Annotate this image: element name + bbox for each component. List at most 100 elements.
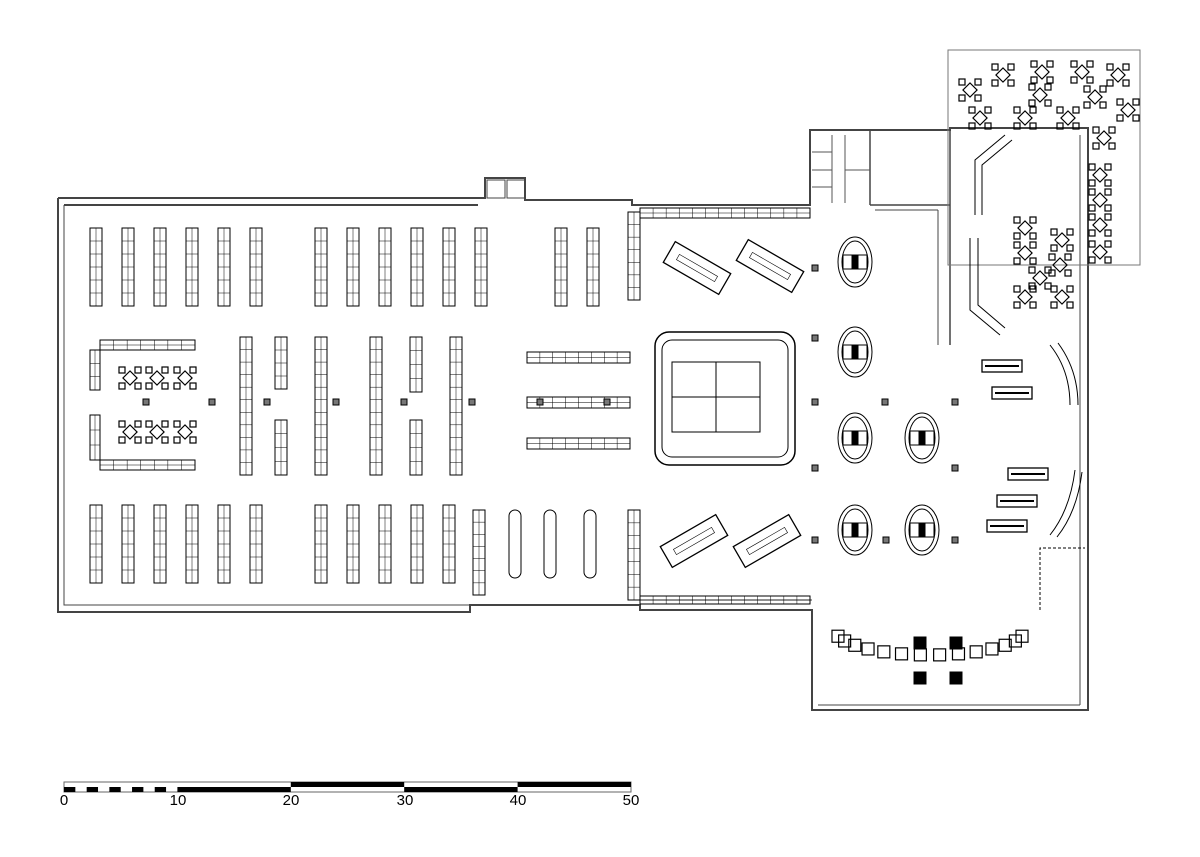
table-with-chairs — [1013, 106, 1037, 130]
column — [811, 334, 819, 342]
table-center — [749, 251, 791, 281]
chair — [1083, 101, 1091, 109]
column — [951, 398, 959, 406]
scale-label-20: 20 — [282, 792, 300, 809]
chair — [1007, 63, 1015, 71]
scale-label-0: 0 — [59, 792, 69, 809]
table-outline — [735, 238, 805, 294]
column — [603, 398, 611, 406]
shelf-rack — [217, 227, 231, 307]
cafe-counter — [969, 238, 1006, 336]
table — [1092, 244, 1108, 260]
table-with-chairs — [1030, 60, 1054, 84]
bench-outline — [1007, 467, 1049, 481]
table-outline — [662, 240, 732, 296]
checkout-desk — [877, 645, 891, 659]
shelf-rack — [586, 227, 600, 307]
column — [951, 464, 959, 472]
scale-fine-segment — [109, 787, 121, 792]
chair — [1088, 213, 1096, 221]
table-with-chairs — [118, 420, 142, 444]
chair — [1048, 253, 1056, 261]
bench — [996, 494, 1038, 508]
chair — [1029, 301, 1037, 309]
shelf-rack — [346, 227, 360, 307]
scale-label-10: 10 — [169, 792, 187, 809]
chair — [1013, 216, 1021, 224]
table — [1074, 64, 1090, 80]
escalator-display — [837, 412, 873, 464]
table-with-chairs — [1088, 213, 1112, 237]
chair — [118, 436, 126, 444]
chair — [118, 420, 126, 428]
scale-segment — [404, 787, 518, 792]
table-with-chairs — [1013, 241, 1037, 265]
chair — [1088, 204, 1096, 212]
table-center — [746, 526, 788, 556]
shelf-rack — [89, 227, 103, 307]
table-with-chairs — [1092, 126, 1116, 150]
shelf-rack — [627, 509, 641, 601]
chair — [1072, 106, 1080, 114]
chair — [1088, 188, 1096, 196]
chair — [1104, 213, 1112, 221]
restrooms — [812, 135, 870, 203]
table — [1092, 192, 1108, 208]
table-with-chairs — [118, 366, 142, 390]
chair — [1088, 240, 1096, 248]
chair — [958, 78, 966, 86]
bench-outline — [996, 494, 1038, 508]
chair — [1066, 285, 1074, 293]
island-outer — [654, 331, 796, 466]
chair — [134, 366, 142, 374]
chair — [1088, 256, 1096, 264]
shelf-rack — [627, 211, 641, 301]
chair — [1013, 122, 1021, 130]
shelf-rack — [153, 227, 167, 307]
shelf-rack — [449, 336, 463, 476]
table — [1017, 220, 1033, 236]
checkout-desk — [933, 648, 947, 662]
shelf-rack — [121, 227, 135, 307]
pillar — [913, 671, 927, 685]
display-core — [851, 344, 859, 360]
angled-display-table — [659, 513, 729, 569]
bench — [991, 386, 1033, 400]
checkout-desk — [969, 645, 983, 659]
shelf-rack — [153, 504, 167, 584]
shelf-rack — [639, 207, 811, 219]
checkout-desk — [894, 647, 909, 661]
service-island — [654, 331, 796, 466]
bench-outline — [981, 359, 1023, 373]
chair — [1104, 204, 1112, 212]
chair — [1029, 232, 1037, 240]
bench — [1007, 467, 1049, 481]
shelf-rack — [314, 227, 328, 307]
angled-display-table — [735, 238, 805, 294]
oval-outer — [837, 504, 873, 556]
chair — [134, 436, 142, 444]
table — [1087, 89, 1103, 105]
display-core — [851, 430, 859, 446]
table-with-chairs — [1088, 188, 1112, 212]
chair — [173, 436, 181, 444]
chair — [1013, 241, 1021, 249]
table-with-chairs — [1056, 106, 1080, 130]
scale-fine-segment — [132, 787, 144, 792]
table — [1110, 67, 1126, 83]
chair — [134, 420, 142, 428]
chair — [1108, 126, 1116, 134]
chair — [1116, 114, 1124, 122]
cafe-counter — [974, 134, 1013, 215]
chair — [1029, 257, 1037, 265]
chair — [958, 94, 966, 102]
shelf-rack — [185, 504, 199, 584]
column — [811, 264, 819, 272]
chair — [1029, 285, 1037, 293]
chair — [145, 366, 153, 374]
column — [400, 398, 408, 406]
chair — [1122, 63, 1130, 71]
chair — [1086, 76, 1094, 84]
shelf-rack — [554, 227, 568, 307]
table-outline — [732, 513, 802, 569]
